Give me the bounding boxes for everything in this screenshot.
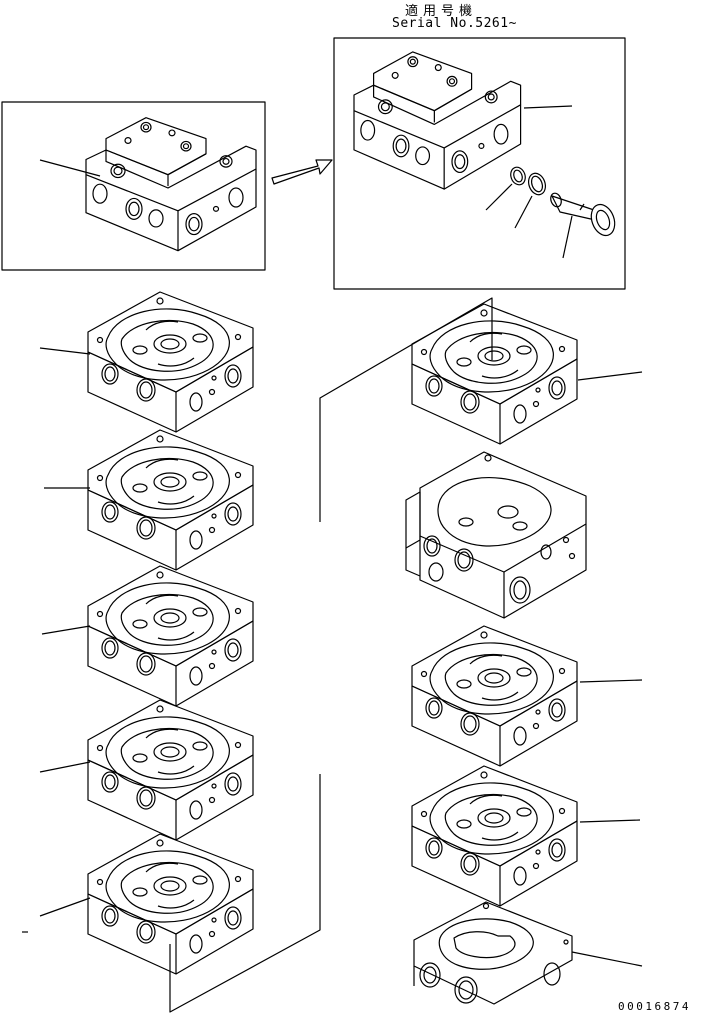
assembly-lines [170,298,492,1012]
top-section-new [353,51,522,190]
left-section-3 [87,565,254,707]
top-section-old [85,117,257,252]
right-section-3 [411,765,578,907]
o-ring-large [526,171,549,197]
left-section-4 [87,699,254,841]
plug-spool [549,192,619,239]
leader-lines [22,106,642,966]
right-relief-section [406,452,586,618]
document-id: 00016874 [618,1000,691,1013]
old-variant-frame [2,102,265,270]
left-section-2 [87,429,254,571]
variant-change-arrow [272,160,332,184]
right-section-1 [411,303,578,445]
o-ring-small [508,165,527,187]
applicability-heading: 適用号機 [405,4,478,19]
end-cover [414,902,572,1004]
new-variant-frame [334,38,625,289]
left-section-1 [87,291,254,433]
serial-number-range: Serial No.5261~ [392,16,517,31]
right-section-2 [411,625,578,767]
